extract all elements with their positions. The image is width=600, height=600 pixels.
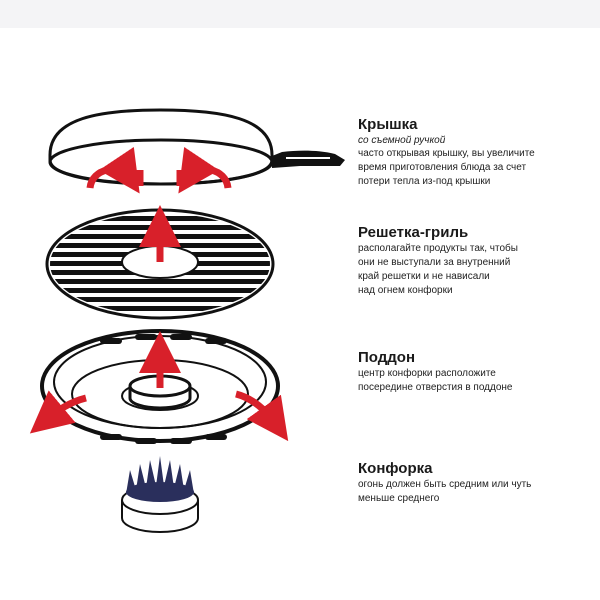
burner-desc-line: огонь должен быть средним или чуть [358, 479, 532, 490]
top-band [0, 0, 600, 28]
lid-desc-line: время приготовления блюда за счет [358, 162, 527, 173]
grill-grate [45, 205, 275, 320]
burner-title: Конфорка [358, 460, 433, 477]
tray [29, 329, 289, 444]
grill-desc-line: над огнем конфорки [358, 285, 453, 296]
lid-desc-line: часто открывая крышку, вы увеличите [358, 148, 535, 159]
grill-label: Решетка-гриль располагайте продукты так,… [358, 224, 594, 298]
lid-desc-line: потери тепла из-под крышки [358, 176, 491, 187]
tray-desc-line: посередине отверстия в поддоне [358, 382, 513, 393]
burner [121, 456, 199, 533]
lid-title: Крышка [358, 116, 418, 133]
lid-subtitle: со съемной ручкой [358, 135, 446, 146]
grill-desc-line: край решетки и не нависали [358, 271, 490, 282]
grill-desc-line: они не выступали за внутренний [358, 257, 511, 268]
lid [48, 108, 345, 194]
burner-desc-line: меньше среднего [358, 493, 440, 504]
tray-label: Поддон центр конфорки расположите посере… [358, 349, 594, 395]
burner-flame [126, 456, 194, 502]
tray-title: Поддон [358, 349, 416, 366]
lid-arrows [86, 146, 232, 194]
lid-label: Крышка со съемной ручкой часто открывая … [358, 116, 594, 189]
tray-desc-line: центр конфорки расположите [358, 368, 496, 379]
grill-desc-line: располагайте продукты так, чтобы [358, 243, 518, 254]
grill-title: Решетка-гриль [358, 224, 469, 241]
burner-label: Конфорка огонь должен быть средним или ч… [358, 460, 594, 506]
